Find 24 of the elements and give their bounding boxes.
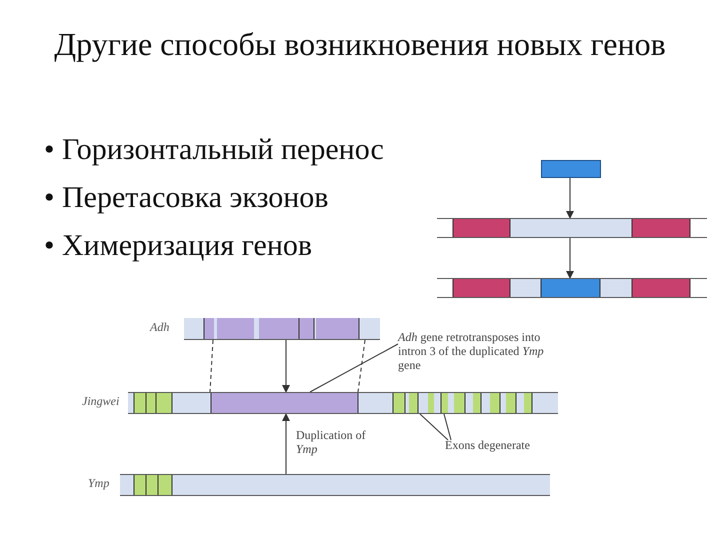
- gene-bar: [128, 392, 558, 414]
- dashed-line: [210, 340, 214, 392]
- title: Другие способы возникновения новых генов: [53, 25, 667, 64]
- gene-name: Jingwei: [82, 394, 120, 408]
- arrow: [282, 413, 290, 474]
- gene-bar: [437, 278, 707, 298]
- gene-bar: [437, 218, 707, 238]
- arrow: [566, 238, 574, 279]
- bullet-item: • Горизонтальный перенос: [44, 133, 384, 167]
- bullet-item: • Химеризация генов: [44, 229, 312, 263]
- arrow: [282, 340, 290, 393]
- callout-text: Adh gene retrotransposes into intron 3 of the duplicated Ymp gene: [398, 330, 560, 372]
- gene-name: Adh: [150, 320, 170, 334]
- gene-bar: [120, 474, 550, 496]
- callout-text: Exons degenerate: [445, 438, 535, 452]
- leader-line: [420, 414, 448, 440]
- leader-line: [310, 344, 398, 392]
- gene-bar: [184, 318, 380, 340]
- leader-line: [444, 414, 452, 440]
- dashed-line: [358, 340, 366, 392]
- bullet-item: • Перетасовка экзонов: [44, 181, 328, 215]
- arrow: [566, 178, 574, 219]
- gene-name: Ymp: [88, 476, 110, 490]
- gene-bar: [541, 160, 601, 178]
